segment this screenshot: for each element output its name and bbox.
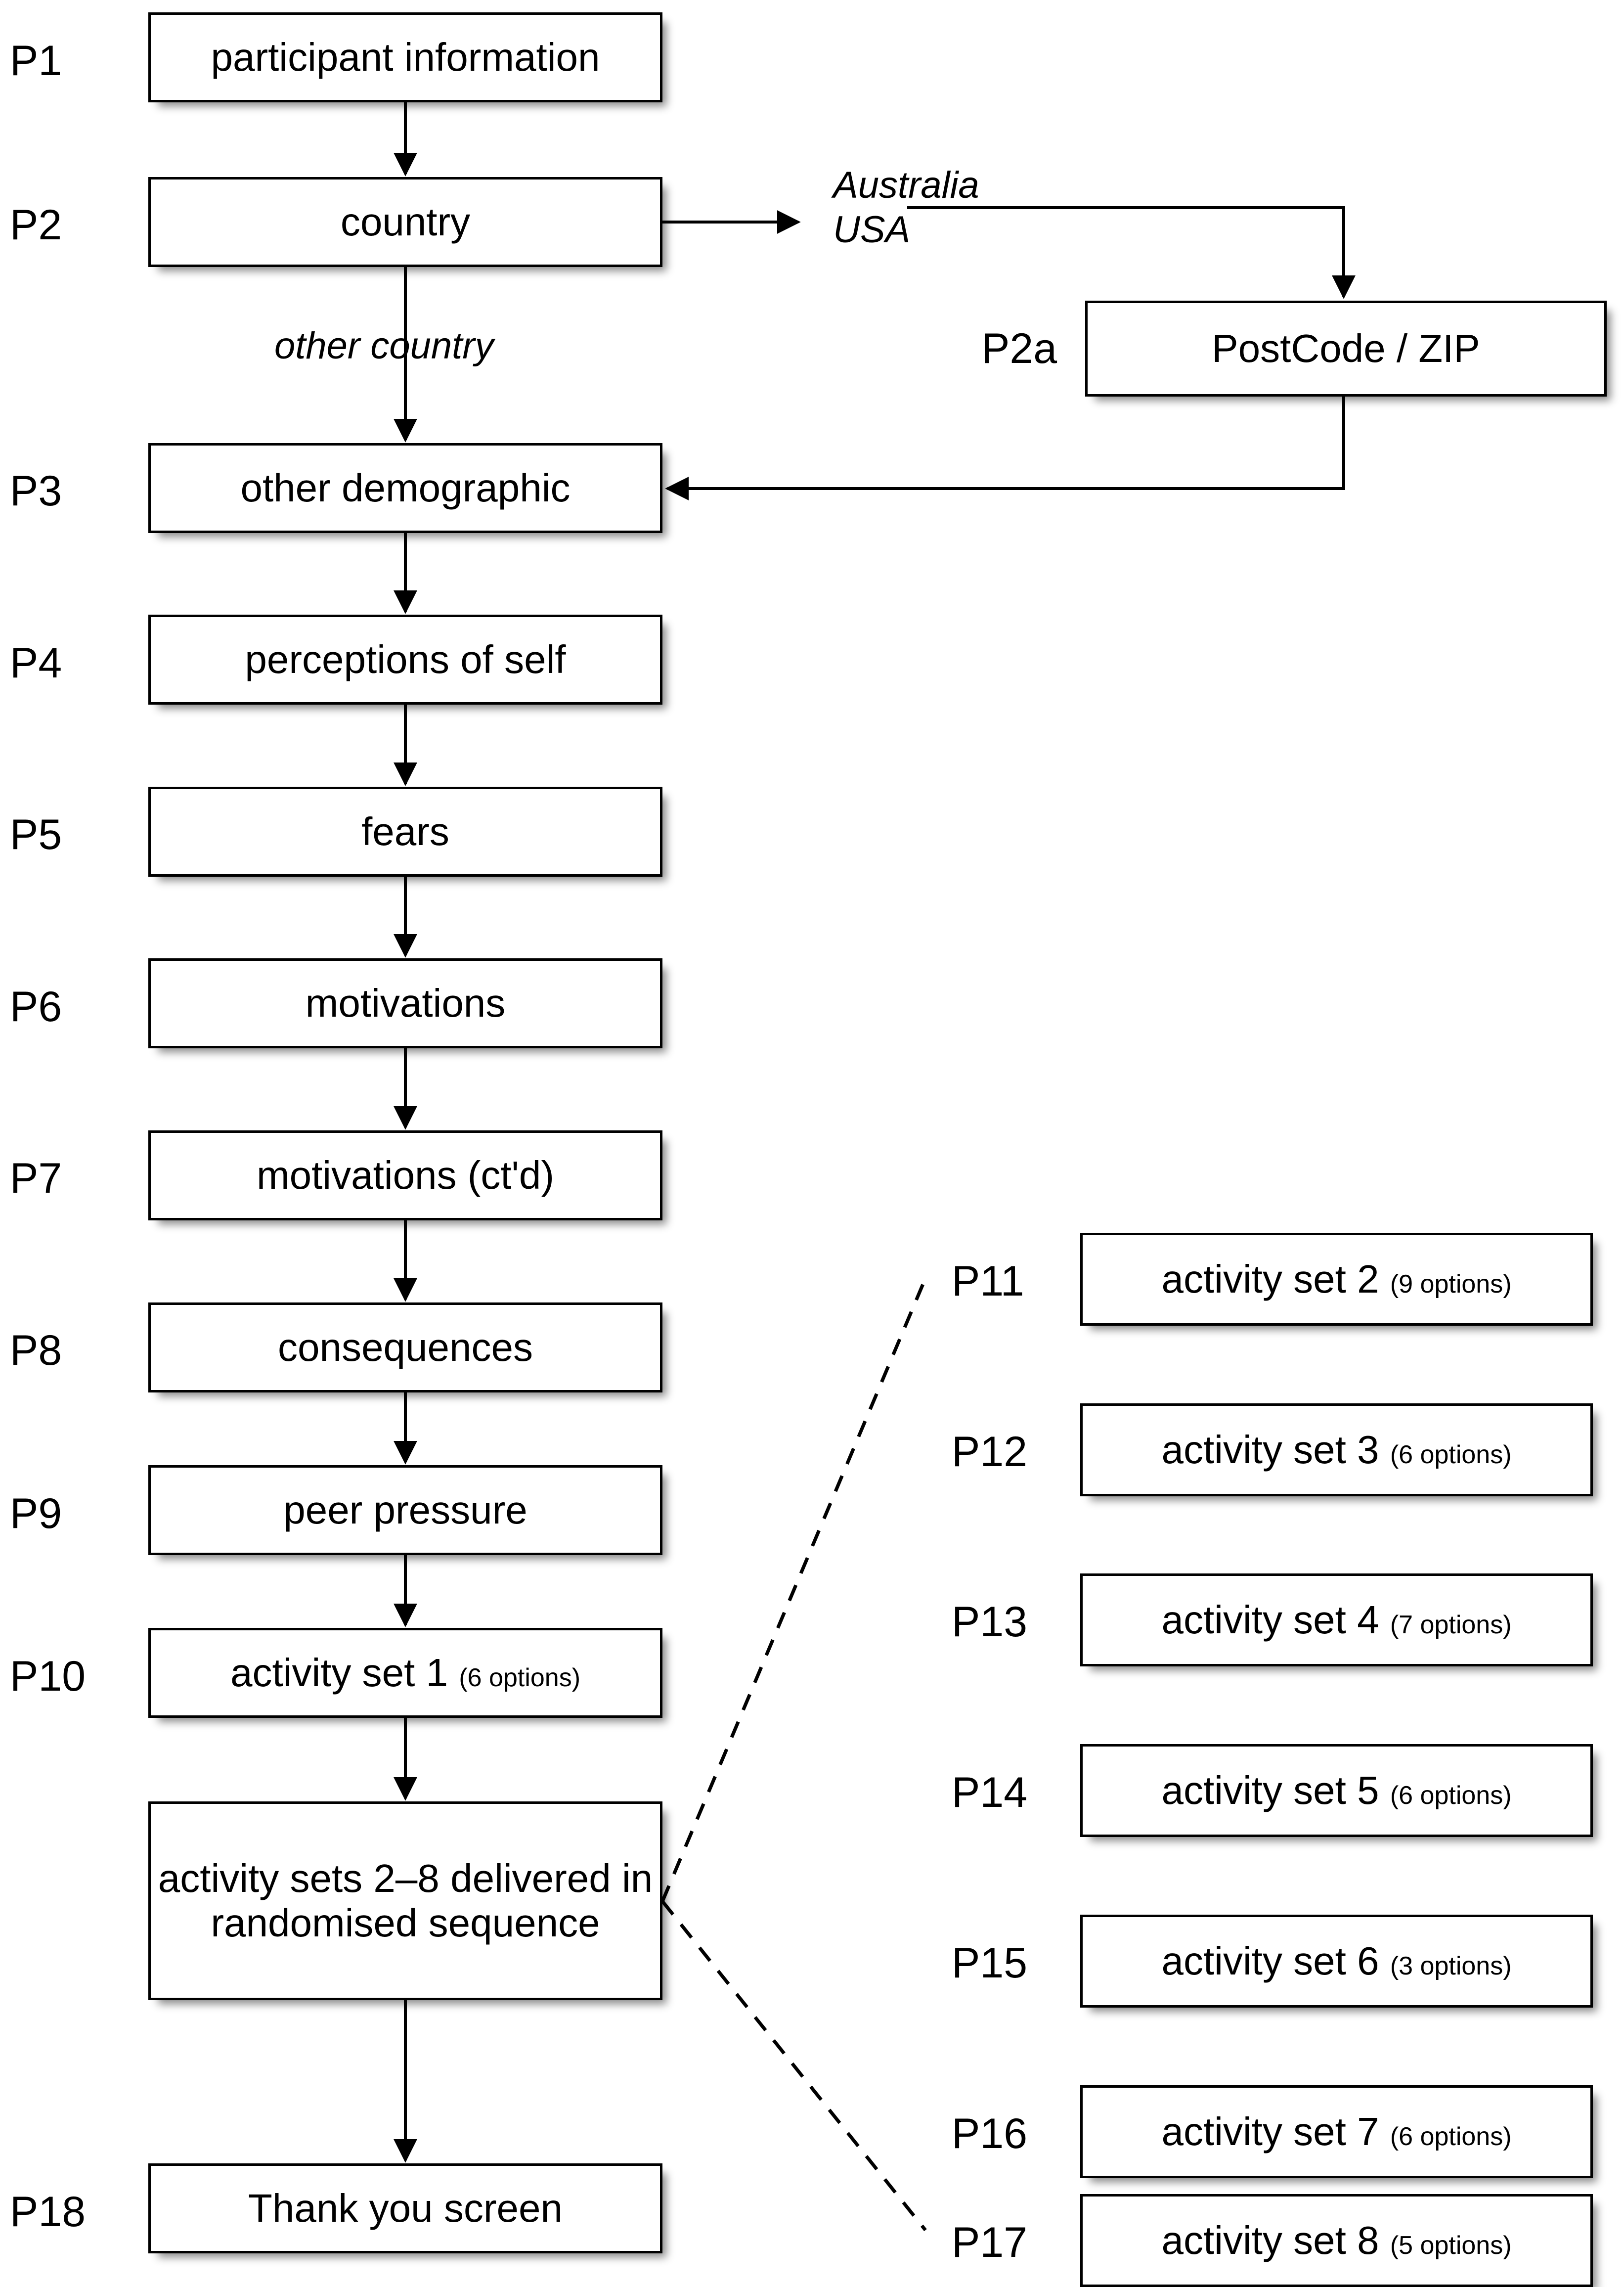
node-p13[interactable]: activity set 4 (7 options) (1080, 1573, 1593, 1666)
node-p11[interactable]: activity set 2 (9 options) (1080, 1233, 1593, 1326)
node-p14-label: activity set 5 (6 options) (1161, 1768, 1511, 1813)
p-label: P15 (952, 1939, 1028, 1987)
node-p9[interactable]: peer pressure (148, 1465, 662, 1555)
node-p4[interactable]: perceptions of self (148, 615, 662, 705)
node-p14-options: (6 options) (1390, 1781, 1512, 1810)
p-label: P12 (952, 1428, 1028, 1476)
node-p2[interactable]: country (148, 177, 662, 267)
p-label: P6 (10, 983, 62, 1031)
p-label: P5 (10, 811, 62, 858)
node-p15-options: (3 options) (1390, 1952, 1512, 1981)
randomised-fanout-dashed (660, 1277, 927, 2232)
node-randomised-sets-label: activity sets 2–8 delivered in randomise… (158, 1856, 653, 1945)
node-p11-title: activity set 2 (1161, 1257, 1379, 1301)
node-p14[interactable]: activity set 5 (6 options) (1080, 1744, 1593, 1837)
node-p17-title: activity set 8 (1161, 2218, 1379, 2263)
edge-label-other-country: other country (274, 325, 494, 367)
node-p15[interactable]: activity set 6 (3 options) (1080, 1915, 1593, 2008)
node-p10-label: activity set 1 (6 options) (230, 1651, 580, 1695)
node-p12-title: activity set 3 (1161, 1428, 1379, 1472)
node-p1-label: participant information (211, 35, 600, 80)
node-p10-options: (6 options) (459, 1663, 581, 1693)
node-p17-options: (5 options) (1390, 2231, 1512, 2260)
node-p10[interactable]: activity set 1 (6 options) (148, 1628, 662, 1718)
p-label: P14 (952, 1769, 1028, 1816)
p-label: P13 (952, 1598, 1028, 1646)
edge-label-australia: Australia (833, 164, 979, 206)
node-p16-options: (6 options) (1390, 2122, 1512, 2152)
node-p2a-postcode[interactable]: PostCode / ZIP (1085, 301, 1607, 397)
p-label: P10 (10, 1653, 86, 1700)
node-p10-title: activity set 1 (230, 1651, 448, 1695)
postcode-in-connector (907, 206, 1356, 299)
p-label: P18 (10, 2188, 86, 2236)
node-p18-label: Thank you screen (248, 2186, 563, 2231)
node-p12-options: (6 options) (1390, 1440, 1512, 1470)
p-label: P8 (10, 1327, 62, 1374)
p-label: P2 (10, 201, 62, 249)
node-p15-label: activity set 6 (3 options) (1161, 1939, 1511, 1983)
node-p13-title: activity set 4 (1161, 1598, 1379, 1642)
p-label: P3 (10, 467, 62, 515)
postcode-return-connector (665, 397, 1345, 500)
node-p6-label: motivations (305, 981, 506, 1026)
node-p14-title: activity set 5 (1161, 1768, 1379, 1813)
node-p17-label: activity set 8 (5 options) (1161, 2218, 1511, 2263)
p-label: P9 (10, 1490, 62, 1537)
node-p15-title: activity set 6 (1161, 1939, 1379, 1983)
node-p12-label: activity set 3 (6 options) (1161, 1428, 1511, 1472)
node-p1[interactable]: participant information (148, 12, 662, 102)
p-label: P17 (952, 2219, 1028, 2266)
node-p17[interactable]: activity set 8 (5 options) (1080, 2194, 1593, 2287)
node-p16-label: activity set 7 (6 options) (1161, 2109, 1511, 2154)
node-p9-label: peer pressure (283, 1488, 527, 1532)
node-p13-options: (7 options) (1390, 1611, 1512, 1640)
node-p5-label: fears (361, 809, 449, 854)
p-label: P1 (10, 37, 62, 85)
node-p13-label: activity set 4 (7 options) (1161, 1598, 1511, 1642)
p-label: P4 (10, 639, 62, 687)
node-p3-label: other demographic (240, 466, 571, 510)
node-p5[interactable]: fears (148, 787, 662, 877)
node-p8-label: consequences (278, 1325, 533, 1370)
node-p11-label: activity set 2 (9 options) (1161, 1257, 1511, 1301)
p-label: P2a (981, 325, 1057, 372)
node-p6[interactable]: motivations (148, 958, 662, 1048)
node-p18[interactable]: Thank you screen (148, 2163, 662, 2253)
node-p2a-label: PostCode / ZIP (1212, 326, 1480, 371)
edge-label-usa: USA (833, 209, 911, 251)
node-randomised-sets[interactable]: activity sets 2–8 delivered in randomise… (148, 1801, 662, 2000)
node-p16[interactable]: activity set 7 (6 options) (1080, 2085, 1593, 2178)
node-p11-options: (9 options) (1390, 1270, 1512, 1299)
node-p12[interactable]: activity set 3 (6 options) (1080, 1403, 1593, 1496)
node-p4-label: perceptions of self (245, 637, 566, 682)
node-p7[interactable]: motivations (ct'd) (148, 1130, 662, 1220)
node-p3[interactable]: other demographic (148, 443, 662, 533)
node-p16-title: activity set 7 (1161, 2109, 1379, 2154)
p-label: P11 (952, 1257, 1024, 1305)
node-p8[interactable]: consequences (148, 1302, 662, 1392)
p-label: P7 (10, 1155, 62, 1202)
p-label: P16 (952, 2110, 1028, 2157)
node-p7-label: motivations (ct'd) (256, 1153, 555, 1198)
node-p2-label: country (340, 200, 471, 244)
